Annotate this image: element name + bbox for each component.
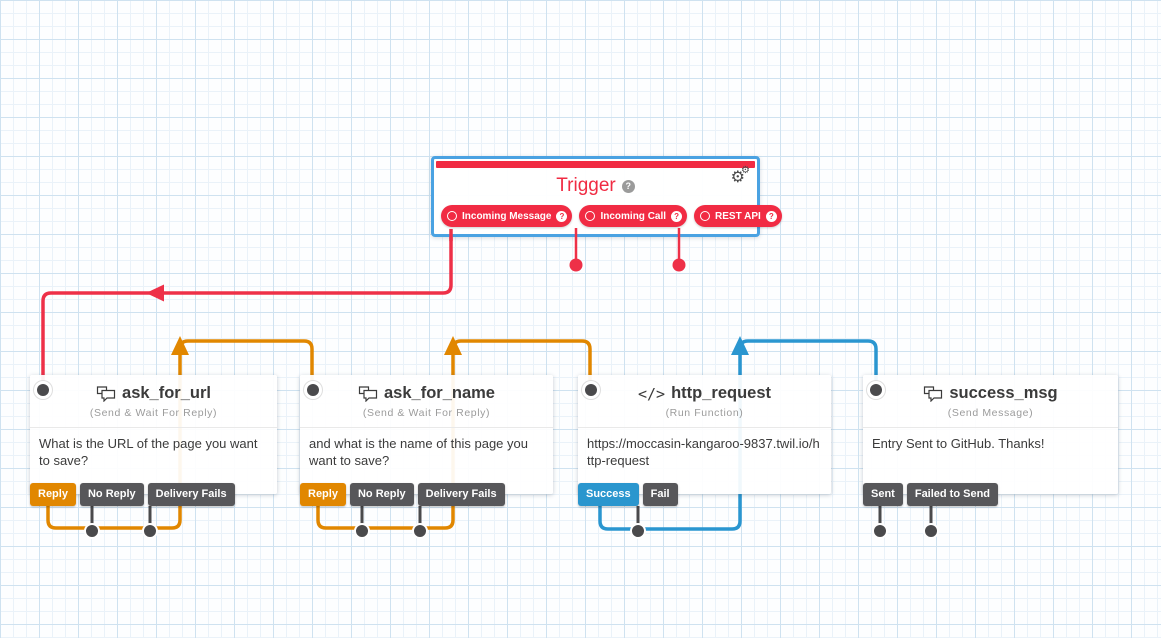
transition-buttons: Reply No Reply Delivery Fails xyxy=(300,483,505,506)
widget-title: success_msg xyxy=(863,384,1118,403)
widget-http-request[interactable]: </> http_request (Run Function) https://… xyxy=(578,375,831,506)
widget-title: ask_for_name xyxy=(300,384,553,403)
delivery-fails-button[interactable]: Delivery Fails xyxy=(417,483,505,506)
gear-icon[interactable]: ⚙⚙ xyxy=(730,165,750,186)
fail-button[interactable]: Fail xyxy=(642,483,678,506)
transition-buttons: Success Fail xyxy=(578,483,678,506)
no-reply-button[interactable]: No Reply xyxy=(349,483,414,506)
widget-body-text: What is the URL of the page you want to … xyxy=(39,436,258,469)
sent-endpoint-dot[interactable] xyxy=(872,523,888,539)
widget-ask-for-url[interactable]: ask_for_url (Send & Wait For Reply) What… xyxy=(30,375,277,506)
delivery-fails-endpoint-dot[interactable] xyxy=(412,523,428,539)
trigger-output-incoming-message[interactable]: Incoming Message ? xyxy=(441,205,573,227)
reply-button[interactable]: Reply xyxy=(300,483,346,506)
chat-icon xyxy=(96,385,116,402)
delivery-fails-button[interactable]: Delivery Fails xyxy=(147,483,235,506)
help-icon[interactable]: ? xyxy=(765,210,777,222)
trigger-output-rest-api[interactable]: REST API ? xyxy=(694,205,782,227)
no-reply-button[interactable]: No Reply xyxy=(79,483,144,506)
incoming-call-endpoint-dot[interactable] xyxy=(569,258,583,272)
chat-icon xyxy=(924,385,943,402)
output-port-icon[interactable] xyxy=(700,211,711,221)
fail-endpoint-dot[interactable] xyxy=(630,523,646,539)
widget-title: ask_for_url xyxy=(30,384,277,403)
widget-name-label: success_msg xyxy=(949,384,1058,402)
widget-name-label: http_request xyxy=(671,384,772,402)
help-icon[interactable]: ? xyxy=(621,179,635,193)
trigger-output-incoming-call[interactable]: Incoming Call ? xyxy=(579,205,688,227)
chat-icon xyxy=(358,385,378,402)
widget-success-msg[interactable]: success_msg (Send Message) Entry Sent to… xyxy=(863,375,1118,506)
reply-button[interactable]: Reply xyxy=(30,483,76,506)
trigger-title: Trigger ? xyxy=(434,175,757,197)
widget-title: </> http_request xyxy=(578,384,831,403)
arrow-up-icon xyxy=(731,336,749,355)
widget-body-text: Entry Sent to GitHub. Thanks! xyxy=(872,436,1045,451)
arrow-left-icon xyxy=(146,284,164,302)
arrow-up-icon xyxy=(171,336,189,355)
help-icon[interactable]: ? xyxy=(556,210,568,222)
widget-body-text: https://moccasin-kangaroo-9837.twil.io/h… xyxy=(587,436,820,469)
failed-to-send-endpoint-dot[interactable] xyxy=(923,523,939,539)
no-reply-endpoint-dot[interactable] xyxy=(84,523,100,539)
widget-type-label: (Run Function) xyxy=(665,407,744,419)
help-icon[interactable]: ? xyxy=(671,210,683,222)
rest-api-endpoint-dot[interactable] xyxy=(672,258,686,272)
transition-buttons: Reply No Reply Delivery Fails xyxy=(30,483,235,506)
transition-buttons: Sent Failed to Send xyxy=(863,483,999,506)
failed-to-send-button[interactable]: Failed to Send xyxy=(906,483,999,506)
no-reply-endpoint-dot[interactable] xyxy=(354,523,370,539)
widget-name-label: ask_for_name xyxy=(384,384,495,402)
widget-ask-for-name[interactable]: ask_for_name (Send & Wait For Reply) and… xyxy=(300,375,553,506)
widget-type-label: (Send & Wait For Reply) xyxy=(362,407,491,419)
widget-type-label: (Send Message) xyxy=(947,407,1034,419)
input-port-dot[interactable] xyxy=(37,384,49,396)
delivery-fails-endpoint-dot[interactable] xyxy=(142,523,158,539)
widget-body-text: and what is the name of this page you wa… xyxy=(309,436,528,469)
widget-type-label: (Send & Wait For Reply) xyxy=(89,407,218,419)
trigger-title-label: Trigger xyxy=(556,175,616,196)
input-port-dot[interactable] xyxy=(870,384,882,396)
sent-button[interactable]: Sent xyxy=(863,483,903,506)
input-port-dot[interactable] xyxy=(585,384,597,396)
trigger-widget[interactable]: Trigger ? ⚙⚙ Incoming Message ? Incoming… xyxy=(431,156,782,237)
divider xyxy=(863,427,1118,428)
widget-name-label: ask_for_url xyxy=(122,384,211,402)
success-button[interactable]: Success xyxy=(578,483,639,506)
trigger-outputs: Incoming Message ? Incoming Call ? REST … xyxy=(441,205,782,227)
input-port-dot[interactable] xyxy=(307,384,319,396)
code-icon: </> xyxy=(637,384,666,403)
connector-trigger-to-ask-for-url xyxy=(41,228,453,385)
arrow-up-icon xyxy=(444,336,462,355)
trigger-top-bar xyxy=(436,161,755,168)
output-port-icon[interactable] xyxy=(447,211,457,221)
transition-stems xyxy=(90,506,933,526)
output-port-icon[interactable] xyxy=(585,211,596,221)
